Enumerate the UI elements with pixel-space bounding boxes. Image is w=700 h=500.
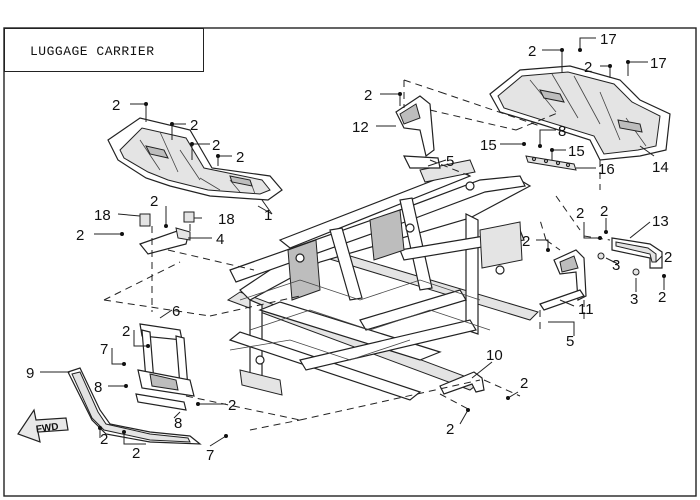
callout-8: 8 xyxy=(174,415,182,432)
fwd-label: FWD xyxy=(35,421,59,435)
callout-2: 2 xyxy=(664,249,672,266)
nut-3-upper xyxy=(597,252,605,260)
callout-9: 9 xyxy=(26,365,34,382)
rear-luggage-rack xyxy=(489,65,671,161)
callout-5: 5 xyxy=(446,153,454,170)
callout-16: 16 xyxy=(598,161,615,178)
rear-grab-tube-13 xyxy=(611,237,663,269)
leader-lines xyxy=(40,37,666,447)
callout-2: 2 xyxy=(228,397,236,414)
atv-main-frame xyxy=(226,159,539,401)
callout-8: 8 xyxy=(94,379,102,396)
callout-2: 2 xyxy=(100,431,108,448)
assembly-guide-lines xyxy=(103,79,611,431)
callout-18: 18 xyxy=(94,207,111,224)
callout-2: 2 xyxy=(236,149,244,166)
callout-2: 2 xyxy=(522,233,530,250)
callout-15: 15 xyxy=(480,137,497,154)
front-mount-assembly-6 xyxy=(135,323,195,411)
nut-3-lower xyxy=(632,268,640,276)
fwd-arrow-icon xyxy=(17,408,69,443)
callout-2: 2 xyxy=(122,323,130,340)
callout-12: 12 xyxy=(352,119,369,136)
callout-2: 2 xyxy=(576,205,584,222)
diagram-title: LUGGAGE CARRIER xyxy=(30,44,155,59)
rear-reinforcement-16 xyxy=(525,155,577,171)
front-luggage-rack xyxy=(107,117,283,201)
callout-2: 2 xyxy=(600,203,608,220)
front-mount-bracket-4 xyxy=(139,227,191,255)
callout-3: 3 xyxy=(630,291,638,308)
callout-18: 18 xyxy=(218,211,235,228)
callout-4: 4 xyxy=(216,231,224,248)
callout-2: 2 xyxy=(150,193,158,210)
callout-15: 15 xyxy=(568,143,585,160)
callout-1: 1 xyxy=(264,207,272,224)
callout-11: 11 xyxy=(578,301,594,318)
rear-side-bracket-11 xyxy=(539,249,587,311)
callout-3: 3 xyxy=(612,257,620,274)
rear-bracket-12 xyxy=(395,95,441,169)
callout-7: 7 xyxy=(100,341,108,358)
callout-5: 5 xyxy=(566,333,574,350)
front-bolt-18-left xyxy=(139,213,151,227)
callout-labels: 2 2 2 2 1 18 18 2 2 4 6 2 7 9 8 2 8 2 2 … xyxy=(26,31,672,464)
callout-17: 17 xyxy=(600,31,617,48)
callout-8: 8 xyxy=(558,123,566,140)
callout-17: 17 xyxy=(650,55,667,72)
callout-13: 13 xyxy=(652,213,669,230)
callout-6: 6 xyxy=(172,303,180,320)
callout-2: 2 xyxy=(76,227,84,244)
callout-2: 2 xyxy=(520,375,528,392)
callout-14: 14 xyxy=(652,159,669,176)
callout-2: 2 xyxy=(190,117,198,134)
callout-2: 2 xyxy=(212,137,220,154)
callout-2: 2 xyxy=(364,87,372,104)
callout-2: 2 xyxy=(658,289,666,306)
callout-2: 2 xyxy=(584,59,592,76)
callout-7: 7 xyxy=(206,447,214,464)
callout-2: 2 xyxy=(112,97,120,114)
callout-2: 2 xyxy=(132,445,140,462)
front-bolt-18-right xyxy=(183,211,195,223)
callout-2: 2 xyxy=(528,43,536,60)
outer-border xyxy=(3,27,697,497)
callout-2: 2 xyxy=(446,421,454,438)
callout-10: 10 xyxy=(486,347,503,364)
